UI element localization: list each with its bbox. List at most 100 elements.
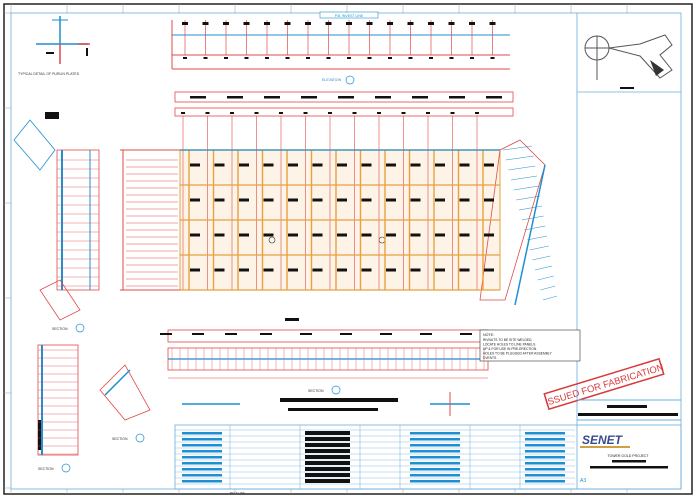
section-label-bm: SECTION bbox=[112, 437, 128, 441]
member-mark bbox=[312, 233, 323, 237]
tag-mark bbox=[264, 22, 270, 25]
line-mark bbox=[510, 175, 538, 181]
member-mark bbox=[361, 163, 372, 167]
table-text bbox=[182, 450, 222, 453]
line-mark bbox=[532, 255, 551, 261]
tag-mark bbox=[326, 57, 331, 59]
member-mark bbox=[361, 198, 372, 202]
top-tag: P.B. INVEST LINE bbox=[335, 14, 364, 18]
dim-mark bbox=[338, 96, 354, 99]
tag-mark bbox=[428, 22, 434, 25]
table-text bbox=[305, 443, 350, 447]
tag-mark bbox=[279, 112, 283, 114]
table-text bbox=[410, 432, 460, 435]
dim-mark bbox=[486, 96, 502, 99]
member-mark bbox=[337, 233, 347, 237]
member-mark bbox=[288, 198, 298, 202]
tag-mark bbox=[325, 22, 332, 25]
member-mark bbox=[312, 268, 323, 272]
tag-mark bbox=[254, 112, 259, 114]
member-mark bbox=[459, 198, 470, 202]
member-mark bbox=[214, 198, 225, 202]
tag-mark bbox=[244, 57, 249, 59]
tag-mark bbox=[303, 112, 308, 114]
member-mark bbox=[214, 233, 225, 237]
member-mark bbox=[435, 233, 445, 237]
member-mark bbox=[386, 198, 396, 202]
note-title: NOTE: bbox=[483, 333, 494, 337]
line-mark bbox=[513, 185, 539, 191]
dim-mark bbox=[160, 333, 172, 335]
table-text bbox=[410, 438, 460, 441]
line-mark bbox=[534, 265, 553, 271]
elevation-label: ELEVATION bbox=[322, 78, 342, 82]
company-logo: SENET bbox=[582, 433, 624, 447]
tag-mark bbox=[202, 22, 209, 25]
table-text bbox=[182, 462, 222, 465]
member-mark bbox=[263, 163, 274, 167]
line-mark bbox=[518, 205, 543, 211]
dim-mark bbox=[264, 96, 280, 99]
table-text bbox=[410, 480, 460, 483]
member-mark bbox=[288, 268, 298, 272]
member-mark bbox=[410, 163, 421, 167]
table-text bbox=[525, 462, 565, 465]
member-mark bbox=[386, 268, 396, 272]
dim-mark bbox=[190, 96, 206, 99]
tag-mark bbox=[230, 112, 234, 114]
tag-mark bbox=[475, 112, 479, 114]
typical-detail: TYPICAL DETAIL OF PURLIN PLATES bbox=[18, 16, 90, 76]
line-mark bbox=[526, 235, 548, 241]
tag-mark bbox=[265, 57, 269, 59]
table-text bbox=[410, 444, 460, 447]
table-text bbox=[525, 480, 565, 483]
table-text bbox=[525, 432, 565, 435]
table-text bbox=[305, 467, 350, 471]
bottom-left-sections: SECTION SECTION bbox=[37, 344, 151, 473]
tag-mark bbox=[469, 22, 475, 25]
dim-mark bbox=[449, 96, 465, 99]
dim-mark bbox=[260, 333, 272, 335]
tag-mark bbox=[284, 22, 291, 25]
tag-mark bbox=[366, 22, 373, 25]
section-label-mid: SECTION bbox=[308, 389, 324, 393]
tag-mark bbox=[285, 57, 290, 59]
table-text bbox=[525, 474, 565, 477]
dim-mark bbox=[340, 333, 352, 335]
table-text bbox=[410, 456, 460, 459]
section-label-bl: SECTION bbox=[38, 467, 54, 471]
tag-mark bbox=[203, 57, 208, 59]
member-mark bbox=[190, 268, 200, 272]
table-text bbox=[410, 474, 460, 477]
tag-mark bbox=[429, 57, 433, 59]
title-block: SENET TOWER GOLD PROJECT A3 BOLT LIST bbox=[174, 399, 682, 495]
tag-mark bbox=[387, 22, 393, 25]
line-mark bbox=[540, 285, 556, 291]
member-mark bbox=[214, 268, 225, 272]
table-text bbox=[182, 444, 222, 447]
table-text bbox=[182, 468, 222, 471]
tag-mark bbox=[183, 57, 187, 59]
tag-mark bbox=[450, 112, 455, 114]
member-mark bbox=[312, 163, 323, 167]
note-line: LOCATE HOLES TO LINE PANELS bbox=[483, 343, 536, 347]
table-text bbox=[410, 450, 460, 453]
table-text bbox=[305, 431, 350, 435]
table-text bbox=[182, 480, 222, 483]
member-mark bbox=[435, 268, 445, 272]
table-text bbox=[182, 432, 222, 435]
dim-mark bbox=[420, 333, 432, 335]
tag-mark bbox=[182, 22, 188, 25]
member-mark bbox=[361, 268, 372, 272]
table-text bbox=[305, 479, 350, 483]
member-mark bbox=[435, 198, 445, 202]
member-mark bbox=[386, 233, 396, 237]
left-section: SECTION bbox=[13, 112, 100, 333]
tag-mark bbox=[205, 112, 210, 114]
table-text bbox=[305, 449, 350, 453]
table-text bbox=[305, 455, 350, 459]
member-mark bbox=[239, 198, 249, 202]
tag-mark bbox=[328, 112, 332, 114]
tag-mark bbox=[347, 57, 351, 59]
isometric-detail bbox=[576, 13, 681, 489]
